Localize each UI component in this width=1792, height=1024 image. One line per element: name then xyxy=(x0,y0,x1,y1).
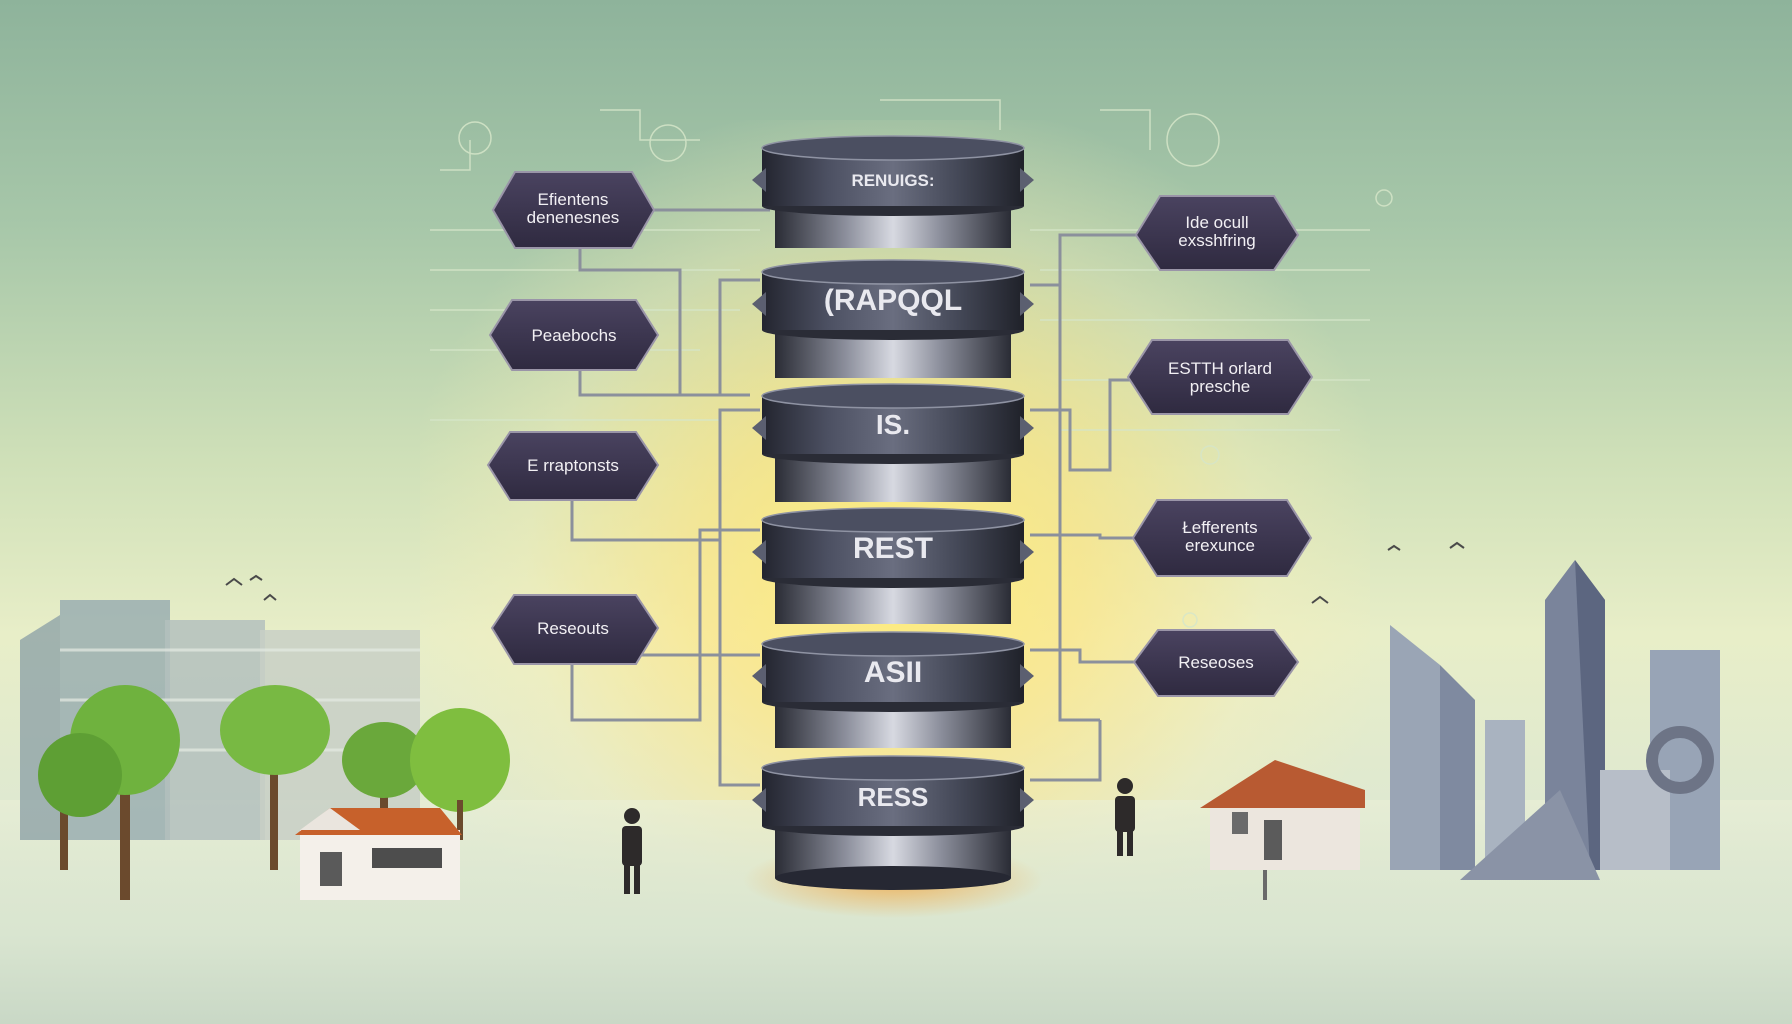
stack-disc-3: IS. xyxy=(752,383,1034,464)
right-node-4-line-1: Reseoses xyxy=(1178,653,1254,672)
cylinder-stack: RENUIGS: (RAPQQL IS. REST ASII RESS xyxy=(752,135,1034,890)
stack-disc-label: (RAPQQL xyxy=(824,284,962,317)
stack-disc-label: IS. xyxy=(876,409,910,440)
right-node-3-line-2: erexunce xyxy=(1185,536,1255,555)
left-node-3[interactable]: Ε rraptonsts xyxy=(486,431,660,501)
right-node-1-line-1: Ide ocull xyxy=(1185,213,1248,232)
stack-disc-4: REST xyxy=(752,507,1034,588)
trees xyxy=(38,685,510,900)
left-nodes: Efientens denenesnes Peaebochs Ε rrapton… xyxy=(486,171,660,665)
stack-disc-top xyxy=(761,383,1025,409)
person-left xyxy=(622,808,642,894)
left-node-2-line-1: Peaebochs xyxy=(531,326,616,345)
right-node-4[interactable]: Reseoses xyxy=(1132,629,1300,697)
right-node-1[interactable]: Ide ocull exsshfring xyxy=(1134,195,1300,271)
right-node-1-line-2: exsshfring xyxy=(1178,231,1255,250)
left-node-4-line-1: Reseouts xyxy=(537,619,609,638)
birds xyxy=(225,541,1465,604)
stack-disc-connector-nub xyxy=(1020,664,1034,688)
stack-disc-connector-nub xyxy=(1020,540,1034,564)
house-right xyxy=(1200,760,1365,900)
stack-disc-connector-nub xyxy=(752,788,766,812)
right-node-2-line-2: presche xyxy=(1190,377,1250,396)
stack-disc-label: RESS xyxy=(858,782,929,812)
stack-disc-connector-nub xyxy=(752,664,766,688)
right-cityscape xyxy=(1390,560,1720,880)
person-right xyxy=(1115,778,1135,856)
stack-disc-top xyxy=(761,259,1025,285)
stack-disc-connector-nub xyxy=(1020,292,1034,316)
stack-disc-connector-nub xyxy=(1020,416,1034,440)
stack-disc-top xyxy=(761,631,1025,657)
stack-disc-connector-nub xyxy=(752,416,766,440)
stack-disc-label: REST xyxy=(853,532,933,565)
left-node-4[interactable]: Reseouts xyxy=(490,594,660,665)
stack-disc-label: RENUIGS: xyxy=(851,171,934,190)
stack-discs: RENUIGS: (RAPQQL IS. REST ASII RESS xyxy=(752,135,1034,836)
stack-disc-connector-nub xyxy=(1020,788,1034,812)
stack-disc-connector-nub xyxy=(752,168,766,192)
left-node-1-line-2: denenesnes xyxy=(527,208,620,227)
stack-disc-5: ASII xyxy=(752,631,1034,712)
right-node-3-line-1: Łefferents xyxy=(1182,518,1257,537)
stack-disc-top xyxy=(761,135,1025,161)
stack-disc-2: (RAPQQL xyxy=(752,259,1034,340)
house-left xyxy=(295,808,462,900)
stack-disc-1: RENUIGS: xyxy=(752,135,1034,216)
left-node-1-line-1: Efientens xyxy=(538,190,609,209)
stack-disc-top xyxy=(761,755,1025,781)
right-nodes: Ide ocull exsshfring ESTTH orlard presch… xyxy=(1126,195,1314,697)
left-node-1[interactable]: Efientens denenesnes xyxy=(491,171,656,249)
left-node-2[interactable]: Peaebochs xyxy=(488,299,660,371)
right-node-3[interactable]: Łefferents erexunce xyxy=(1131,499,1313,577)
stack-disc-top xyxy=(761,507,1025,533)
stack-disc-6: RESS xyxy=(752,755,1034,836)
stack-disc-connector-nub xyxy=(752,292,766,316)
stack-disc-connector-nub xyxy=(752,540,766,564)
stack-disc-connector-nub xyxy=(1020,168,1034,192)
left-node-3-line-1: Ε rraptonsts xyxy=(527,456,619,475)
right-node-2-line-1: ESTTH orlard xyxy=(1168,359,1272,378)
stack-disc-label: ASII xyxy=(864,656,922,689)
right-node-2[interactable]: ESTTH orlard presche xyxy=(1126,339,1314,415)
